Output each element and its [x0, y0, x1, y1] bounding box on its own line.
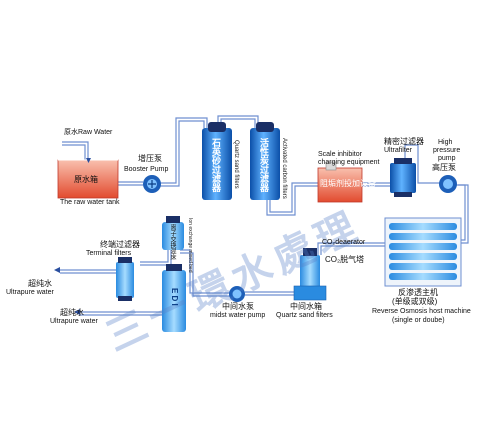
ultrafilter-label-cn: 精密过滤器: [384, 137, 424, 146]
booster-pump-label-en: Booster Pump: [124, 166, 169, 173]
carbon-filter-vessel: [250, 122, 280, 200]
mixed-bed-label-en: Ion exchange mixed bed: [187, 218, 193, 273]
ultrafilter-vessel: [390, 158, 416, 197]
ultrapure-label-en-2: Ultrapure water: [50, 318, 98, 325]
flow-arrows: [54, 158, 91, 315]
ro-label-cn: 反渗透主机: [398, 288, 438, 297]
quartz-filter-label-cn: 石英砂过滤器: [211, 138, 221, 192]
ultrapure-label-en-1: Ultrapure water: [6, 289, 54, 296]
raw-water-in-label: 原水Raw Water: [64, 129, 113, 136]
quartz-sand-filter-vessel: [202, 122, 232, 200]
pipe-to-quartz: [160, 117, 208, 184]
ultrapure-label-cn-2: 超纯水: [60, 308, 84, 317]
raw-tank-label-en: The raw water tank: [60, 199, 120, 206]
high-pressure-pump-icon: [439, 175, 457, 193]
ro-host-machine: [384, 217, 462, 287]
terminal-filter-label-en: Terminal filters: [86, 250, 132, 257]
co2-deaerator-label-cn: CO₂脱气塔: [325, 255, 365, 264]
middle-water-tank: [293, 285, 327, 301]
middle-pump-label-en: midst water pump: [210, 312, 266, 319]
terminal-filter-vessel: [116, 257, 134, 301]
arrow-left-icon-2: [74, 309, 80, 315]
raw-water-inlet-pipe: [62, 141, 89, 160]
ro-label-en-1: Reverse Osmosis host machine: [372, 308, 471, 315]
raw-water-tank: [57, 159, 119, 199]
mixed-bed-label-cn: 离子交换混床: [169, 224, 175, 260]
mixed-bed-vessel: [162, 216, 184, 250]
hp-pump-label-en-3: pump: [438, 155, 456, 162]
hp-pump-label-cn: 高压泵: [432, 163, 456, 172]
carbon-filter-label-en: Activated carbon filters: [281, 138, 287, 199]
ultrafilter-label-en: Ultrafilter: [384, 147, 413, 154]
terminal-filter-label-cn: 终端过滤器: [100, 240, 140, 249]
booster-pump-label-cn: 增压泵: [138, 154, 162, 163]
hp-pump-label-en-2: pressure: [433, 147, 461, 154]
scale-inhibitor-label-cn: 阻垢剂投加设备: [320, 179, 376, 188]
carbon-filter-label-cn: 活性炭过滤器: [259, 138, 269, 192]
ro-label-en-2: (single or doube): [392, 317, 445, 324]
quartz-filter-label-en: Quartz sand filters: [233, 140, 239, 189]
arrow-down-icon: [86, 158, 91, 163]
booster-pump-icon: [143, 175, 161, 193]
scale-inhibitor-label-en-1: Scale inhibitor: [318, 151, 362, 158]
middle-pump-label-cn: 中间水泵: [222, 302, 254, 311]
ultrapure-label-cn-1: 超纯水: [28, 279, 52, 288]
middle-water-pump-icon: [229, 286, 245, 302]
middle-tank-label-cn: 中间水箱: [290, 302, 322, 311]
hp-pump-label-en-1: High: [438, 139, 453, 146]
scale-inhibitor-label-en-2: charging equipment: [318, 159, 380, 166]
scale-inhibitor-equipment: [317, 161, 363, 203]
arrow-left-icon: [54, 267, 60, 273]
edi-label: E D I: [170, 288, 179, 306]
edi-unit: [162, 264, 186, 332]
ro-label-cn-2: (单级或双级): [392, 297, 438, 306]
middle-tank-label-en: Quartz sand filters: [276, 312, 333, 319]
raw-tank-label-cn: 原水箱: [74, 175, 98, 184]
co2-deaerator-label-en: CO₂deaerator: [322, 239, 366, 246]
